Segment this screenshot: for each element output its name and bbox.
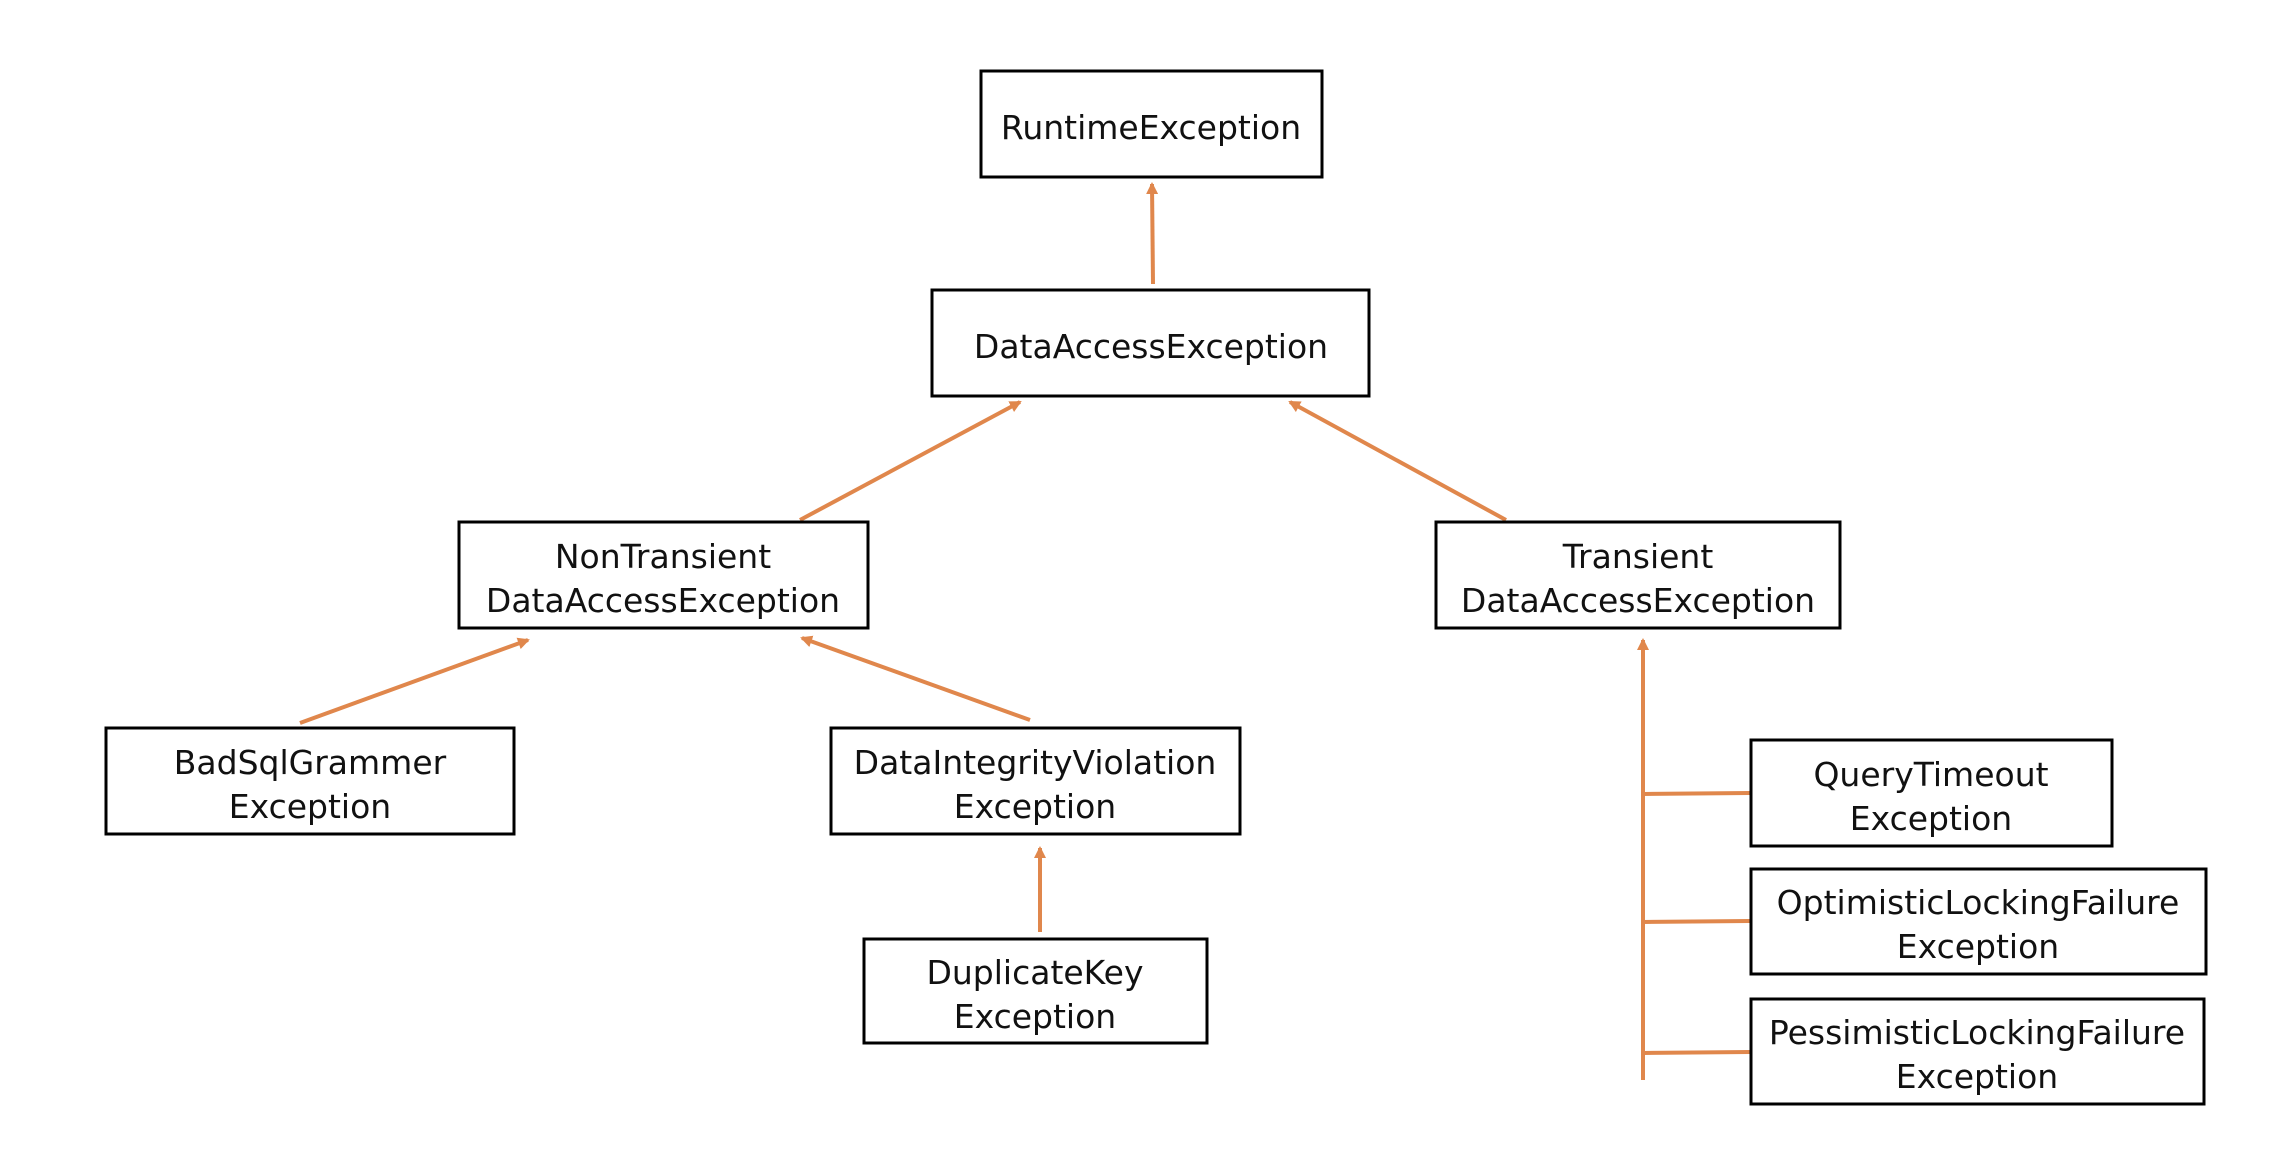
node-label: DataAccessException [974,327,1328,366]
node-runtime-exception: RuntimeException [979,69,1324,179]
node-label-line-1: OptimisticLockingFailure [1777,883,2180,922]
edges-layer [299,182,1751,1080]
node-transient-data-access-exception: Transient DataAccessException [1434,520,1842,630]
edge-transient-to-dataaccess [1288,400,1507,522]
node-label-line-1: QueryTimeout [1813,755,2048,794]
node-label-line-1: DuplicateKey [926,953,1143,992]
edge-dataaccess-to-runtime [1146,182,1159,285]
node-data-access-exception: DataAccessException [930,288,1371,398]
node-label-line-2: Exception [229,787,391,826]
node-pessimistic-locking-failure-exception: PessimisticLockingFailure Exception [1749,997,2206,1106]
node-label-line-1: BadSqlGrammer [174,743,447,782]
edge-querytimeout-branch [1642,791,1751,796]
node-query-timeout-exception: QueryTimeout Exception [1749,738,2114,848]
node-duplicate-key-exception: DuplicateKey Exception [862,937,1209,1045]
node-label-line-1: NonTransient [555,537,771,576]
node-label-line-2: Exception [1897,927,2059,966]
node-label-line-2: Exception [954,997,1116,1036]
nodes-layer: RuntimeException DataAccessException Non… [104,69,2208,1106]
node-label-line-2: DataAccessException [486,581,840,620]
edge-optimistic-branch [1642,919,1751,924]
node-label-line-2: Exception [1896,1057,2058,1096]
edge-dataintegrity-to-nontransient [800,635,1031,722]
node-label-line-2: Exception [1850,799,2012,838]
edge-badsql-to-nontransient [299,637,530,725]
node-label-line-2: Exception [954,787,1116,826]
node-label-line-1: DataIntegrityViolation [854,743,1217,782]
node-data-integrity-violation-exception: DataIntegrityViolation Exception [829,726,1242,836]
node-label: RuntimeException [1001,108,1301,147]
node-label-line-1: PessimisticLockingFailure [1769,1013,2185,1052]
edge-pessimistic-branch [1642,1050,1751,1055]
node-label-line-1: Transient [1562,537,1714,576]
node-non-transient-data-access-exception: NonTransient DataAccessException [457,520,870,630]
node-label-line-2: DataAccessException [1461,581,1815,620]
node-optimistic-locking-failure-exception: OptimisticLockingFailure Exception [1749,867,2208,976]
edge-nontransient-to-dataaccess [799,400,1022,522]
node-bad-sql-grammer-exception: BadSqlGrammer Exception [104,726,516,836]
